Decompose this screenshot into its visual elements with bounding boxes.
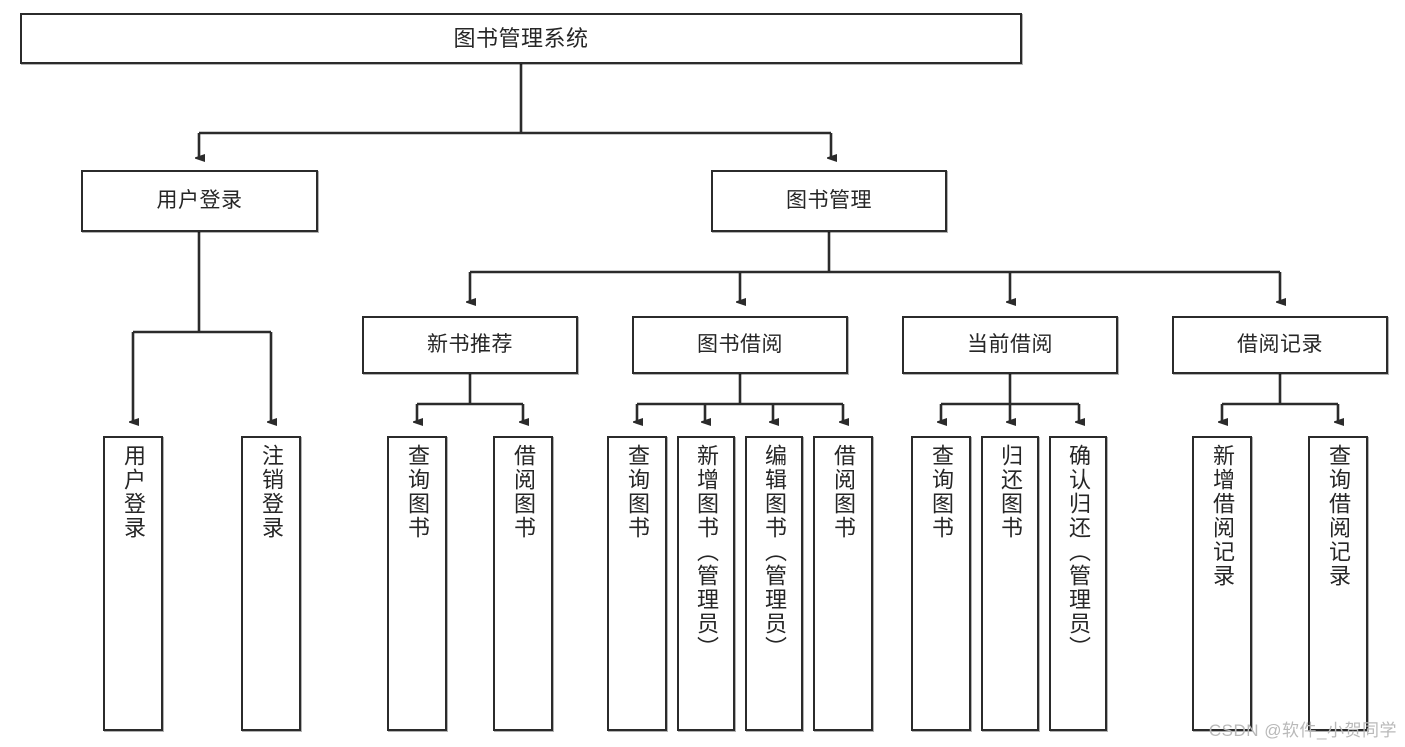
leaf-current-borrow-return-book[interactable]: 归还图书 xyxy=(981,436,1039,731)
node-book-management[interactable]: 图书管理 xyxy=(711,170,947,232)
leaf-book-borrow-edit-book-admin[interactable]: 编辑图书（管理员） xyxy=(745,436,803,731)
leaf-borrow-record-add-record[interactable]: 新增借阅记录 xyxy=(1192,436,1252,731)
node-user-login[interactable]: 用户登录 xyxy=(81,170,318,232)
node-label: 查询图书 xyxy=(405,444,430,540)
leaf-book-borrow-query-book[interactable]: 查询图书 xyxy=(607,436,667,731)
node-label: 用户登录 xyxy=(121,444,146,540)
node-label: 归还图书 xyxy=(998,444,1023,540)
node-label: 查询图书 xyxy=(929,444,954,540)
node-label: 编辑图书（管理员） xyxy=(762,444,787,660)
leaf-current-borrow-confirm-return-admin[interactable]: 确认归还（管理员） xyxy=(1049,436,1107,731)
node-label: 查询借阅记录 xyxy=(1326,444,1351,588)
node-book-borrow[interactable]: 图书借阅 xyxy=(632,316,848,374)
node-label: 借阅记录 xyxy=(1237,332,1323,356)
leaf-user-login-logout[interactable]: 注销登录 xyxy=(241,436,301,731)
node-label: 图书借阅 xyxy=(697,332,783,356)
node-label: 注销登录 xyxy=(259,444,284,540)
node-label: 新增图书（管理员） xyxy=(694,444,719,660)
leaf-book-borrow-borrow-book[interactable]: 借阅图书 xyxy=(813,436,873,731)
node-label: 图书管理系统 xyxy=(453,25,589,51)
node-label: 新增借阅记录 xyxy=(1210,444,1235,588)
leaf-user-login-login[interactable]: 用户登录 xyxy=(103,436,163,731)
node-label: 借阅图书 xyxy=(831,444,856,540)
node-label: 借阅图书 xyxy=(511,444,536,540)
leaf-new-book-borrow-book[interactable]: 借阅图书 xyxy=(493,436,553,731)
node-label: 图书管理 xyxy=(786,188,872,212)
node-label: 当前借阅 xyxy=(967,332,1053,356)
node-borrow-record[interactable]: 借阅记录 xyxy=(1172,316,1388,374)
leaf-new-book-query-book[interactable]: 查询图书 xyxy=(387,436,447,731)
node-current-borrow[interactable]: 当前借阅 xyxy=(902,316,1118,374)
leaf-current-borrow-query-book[interactable]: 查询图书 xyxy=(911,436,971,731)
leaf-book-borrow-add-book-admin[interactable]: 新增图书（管理员） xyxy=(677,436,735,731)
node-label: 确认归还（管理员） xyxy=(1066,444,1091,660)
node-label: 新书推荐 xyxy=(427,332,513,356)
node-root-book-management-system[interactable]: 图书管理系统 xyxy=(20,13,1022,64)
node-new-book-recommend[interactable]: 新书推荐 xyxy=(362,316,578,374)
leaf-borrow-record-query-record[interactable]: 查询借阅记录 xyxy=(1308,436,1368,731)
watermark: CSDN @软件_小贺同学 xyxy=(1208,721,1397,740)
node-label: 用户登录 xyxy=(156,188,243,212)
node-label: 查询图书 xyxy=(625,444,650,540)
